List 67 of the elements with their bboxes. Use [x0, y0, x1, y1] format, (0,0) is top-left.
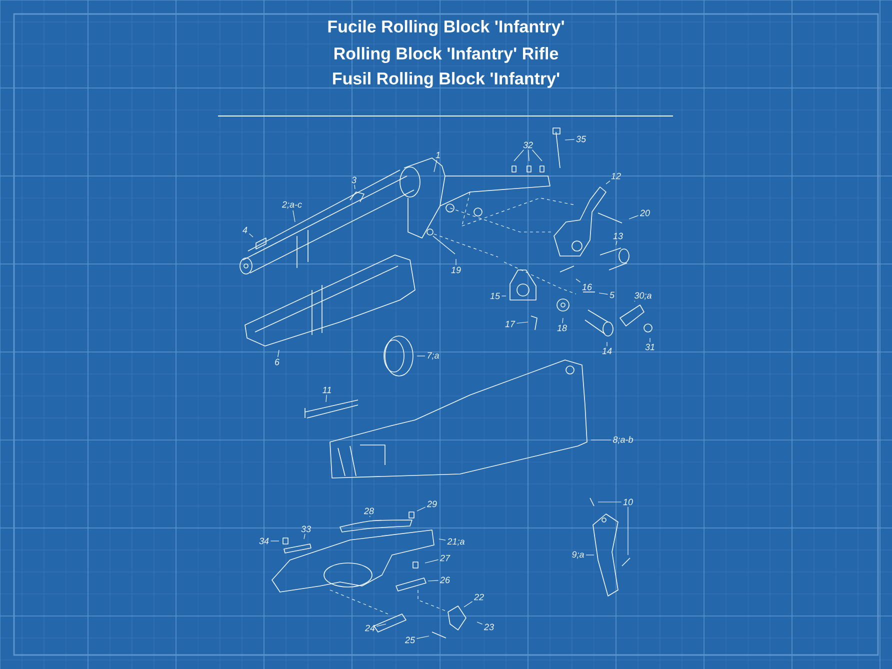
callout-number: 11	[322, 386, 331, 394]
callout-number: 12	[611, 172, 621, 180]
leader-line	[464, 601, 473, 608]
leader-line	[516, 322, 528, 324]
callout-number: 29	[426, 500, 437, 508]
leader-line	[532, 150, 542, 162]
leader-line	[476, 622, 483, 624]
leader-line	[616, 240, 618, 246]
callout-number: 2;a-c	[282, 201, 302, 209]
leader-line	[562, 318, 564, 324]
callout-number: 32	[523, 142, 533, 148]
callout-number: 35	[576, 136, 586, 142]
callout-number: 23	[484, 624, 494, 630]
leader-line	[598, 292, 608, 295]
callout-number: 3	[352, 176, 356, 184]
leader-line	[628, 215, 639, 220]
leader-line	[278, 350, 280, 358]
callout-number: 9;a	[572, 551, 584, 559]
title: Fusil Rolling Block 'Infantry'	[333, 72, 560, 88]
leader-line	[304, 534, 306, 540]
leader-line	[326, 394, 327, 402]
leader-line	[376, 624, 386, 627]
callout-number: 20	[640, 210, 650, 216]
leader-line	[606, 342, 608, 346]
callout-number: 5	[610, 292, 615, 298]
leader-line	[606, 180, 610, 184]
callout-number: 25	[404, 636, 416, 644]
callout-number: 7;a	[428, 352, 439, 360]
leader-line	[416, 636, 430, 639]
leader-line	[528, 150, 530, 162]
callout-number: 8;a-b	[612, 436, 633, 444]
callout-number: 16	[582, 284, 592, 290]
leader-line	[434, 160, 438, 172]
leader-line	[424, 559, 439, 564]
callout-number: 22	[474, 594, 484, 600]
callout-number: 4	[242, 226, 248, 234]
leader-line	[564, 139, 575, 140]
leader-line	[586, 554, 594, 556]
leader-line	[354, 184, 356, 190]
leader-line	[292, 210, 296, 222]
callout-number: 19	[451, 266, 461, 274]
leader-line	[270, 540, 280, 542]
title: Fucile Rolling Block 'Infantry'	[328, 20, 564, 36]
leader-line	[428, 580, 439, 582]
leader-line	[248, 233, 254, 238]
callout-number: 31	[645, 344, 654, 350]
callout-number: 13	[613, 232, 623, 240]
callout-number: 27	[440, 554, 450, 562]
callout-number: 6	[275, 358, 280, 366]
leader-line	[416, 506, 426, 512]
leader-line	[438, 538, 446, 540]
callout-number: 26	[440, 576, 450, 584]
callout-number: 1	[436, 152, 440, 158]
leader-line	[514, 150, 524, 162]
callout-number: 14	[602, 348, 612, 354]
callout-number: 10	[623, 498, 633, 506]
callout-number: 18	[557, 324, 567, 332]
callout-number: 28	[364, 508, 374, 514]
callout-number: 30;a	[634, 292, 652, 300]
callout-number: 34	[259, 538, 269, 544]
callout-number: 15	[490, 292, 500, 300]
callout-number: 24	[364, 624, 375, 632]
leader-line	[576, 278, 581, 282]
callout-number: 33	[301, 526, 311, 532]
callout-number: 17	[505, 320, 516, 328]
callout-number: 21;a	[447, 538, 464, 546]
title: Rolling Block 'Infantry' Rifle	[334, 47, 558, 63]
